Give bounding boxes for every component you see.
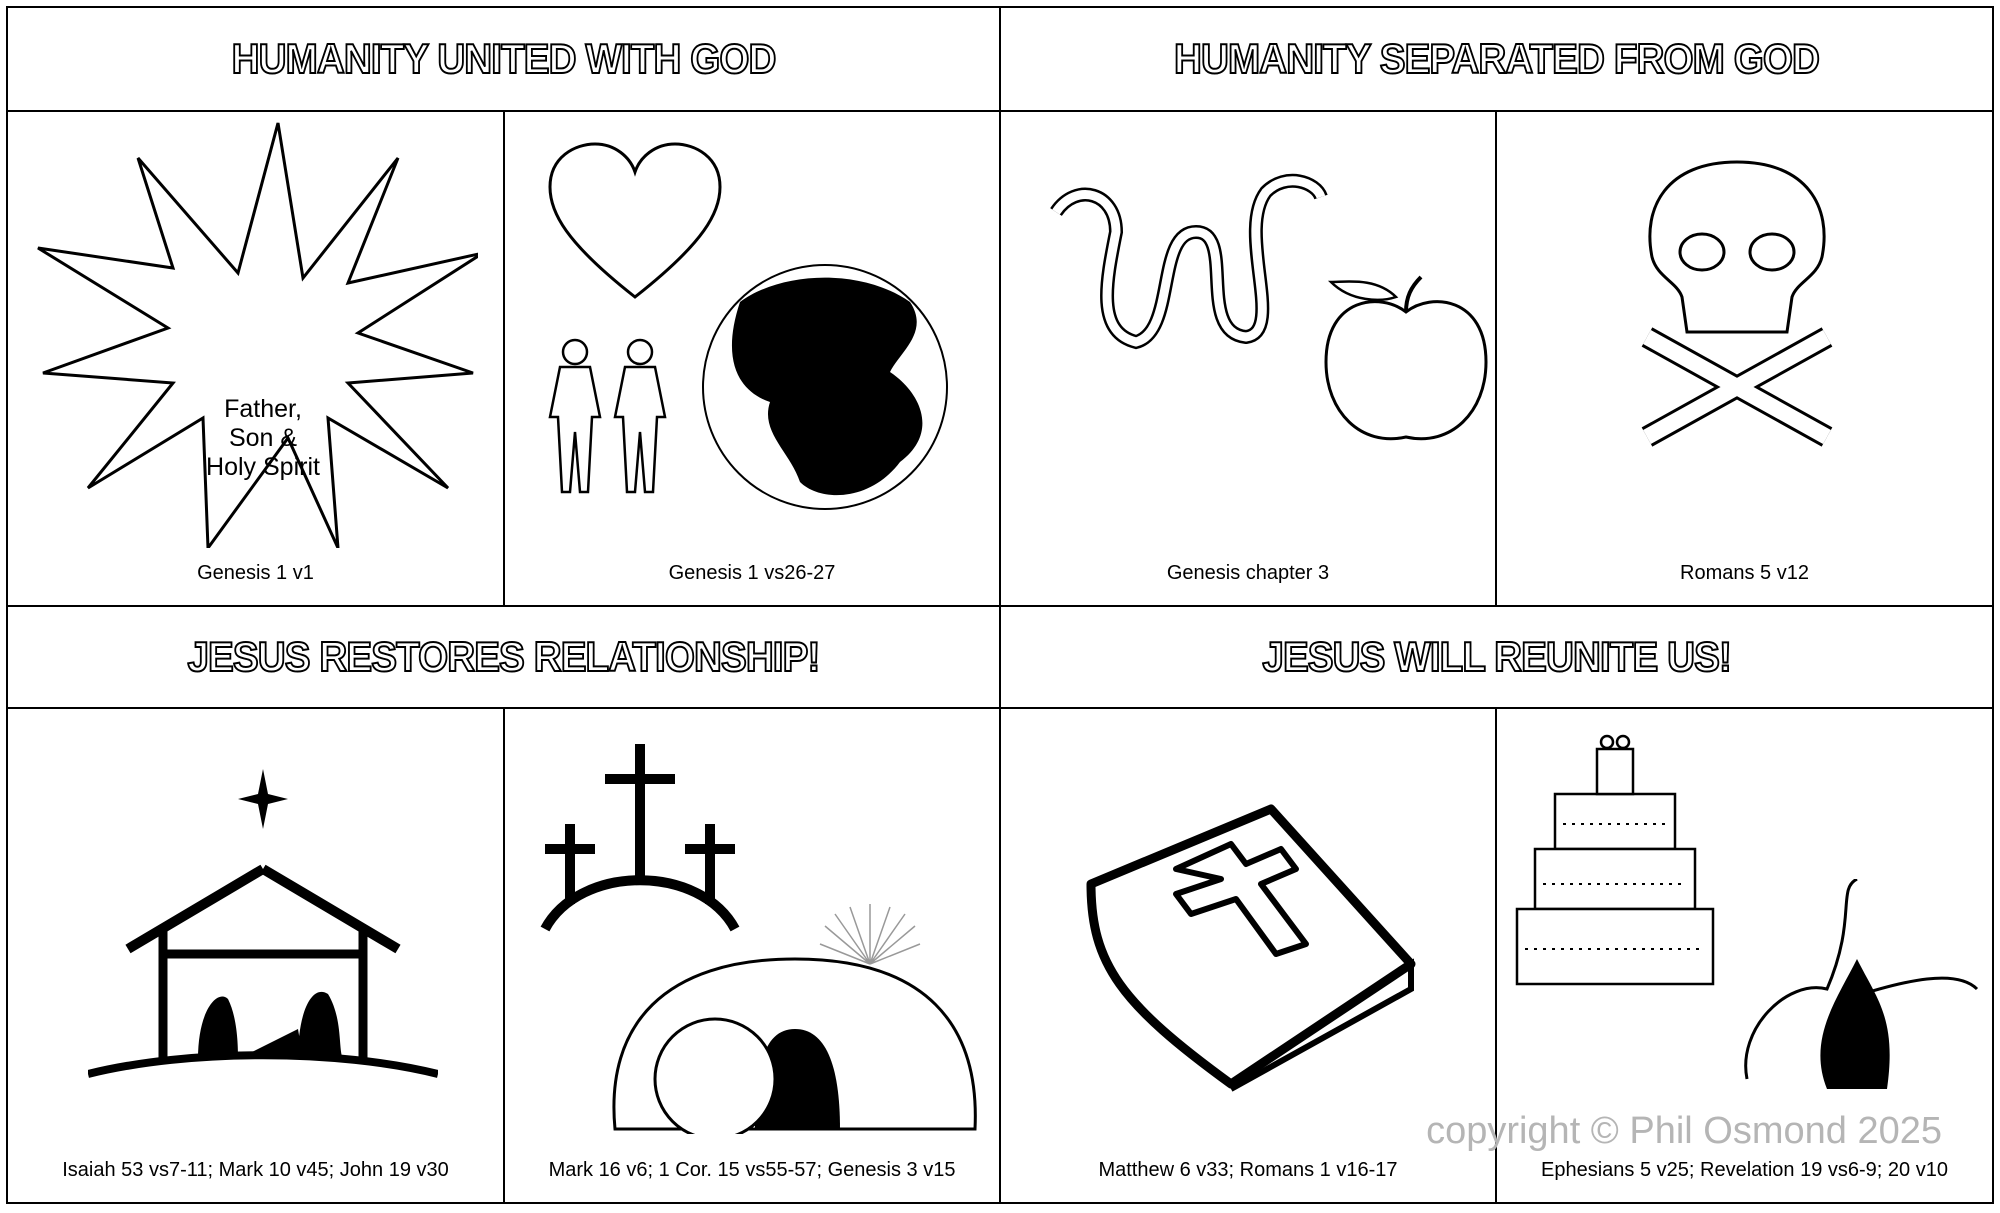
panel-trinity: Father,Son &Holy Spirit Genesis 1 v1 [6,110,505,607]
panel-nativity: Isaiah 53 vs7-11; Mark 10 v45; John 19 v… [6,707,505,1204]
people-icon [548,338,667,494]
skull-crossbones-icon [1641,160,1833,447]
caption: Genesis chapter 3 [1166,562,1330,584]
caption: Ephesians 5 v25; Revelation 19 vs6-9; 20… [1541,1159,1948,1181]
panel-bible: Matthew 6 v33; Romans 1 v16-17 [999,707,1497,1204]
panel-wedding: Ephesians 5 v25; Revelation 19 vs6-9; 20… [1495,707,1994,1204]
wedding-cake-icon [1515,734,1715,986]
panel-death: Romans 5 v12 [1495,110,1994,607]
star-icon [37,122,478,548]
section-title: JESUS WILL REUNITE US! [1261,632,1732,681]
trinity-label: Father,Son &Holy Spirit [168,395,358,482]
panel-resurrection: Mark 16 v6; 1 Cor. 15 vs55-57; Genesis 3… [503,707,1001,1204]
empty-tomb-icon [612,957,977,1134]
section-header-united: HUMANITY UNITED WITH GOD [6,6,1001,112]
heart-icon [548,142,722,299]
section-header-restores: JESUS RESTORES RELATIONSHIP! [6,605,1001,709]
section-title: HUMANITY UNITED WITH GOD [231,34,778,83]
panel-fall: Genesis chapter 3 [999,110,1497,607]
serpent-icon [1050,173,1328,350]
section-title: JESUS RESTORES RELATIONSHIP! [187,632,822,681]
caption: Genesis 1 vs26-27 [668,562,836,584]
bible-icon [1086,804,1416,1092]
section-title: HUMANITY SEPARATED FROM GOD [1173,34,1821,83]
caption: Matthew 6 v33; Romans 1 v16-17 [1098,1159,1398,1181]
sun-icon [819,904,921,965]
caption: Genesis 1 v1 [197,562,314,584]
trinity-label-line: Holy Spirit [206,453,320,481]
caption: Romans 5 v12 [1680,562,1809,584]
copyright-text: copyright © Phil Osmond 2025 [1426,1110,1942,1152]
caption: Mark 16 v6; 1 Cor. 15 vs55-57; Genesis 3… [548,1159,956,1181]
dragon-fire-icon [1744,879,1979,1089]
nativity-icon [88,769,438,1078]
caption: Isaiah 53 vs7-11; Mark 10 v45; John 19 v… [62,1159,449,1181]
earth-icon [702,264,948,510]
section-header-reunite: JESUS WILL REUNITE US! [999,605,1994,709]
apple-icon [1324,275,1488,441]
trinity-label-line: Son & [228,424,298,452]
three-crosses-icon [540,744,740,932]
trinity-label-line: Father, [224,395,302,423]
section-header-separated: HUMANITY SEPARATED FROM GOD [999,6,1994,112]
panel-creation: Genesis 1 vs26-27 [503,110,1001,607]
